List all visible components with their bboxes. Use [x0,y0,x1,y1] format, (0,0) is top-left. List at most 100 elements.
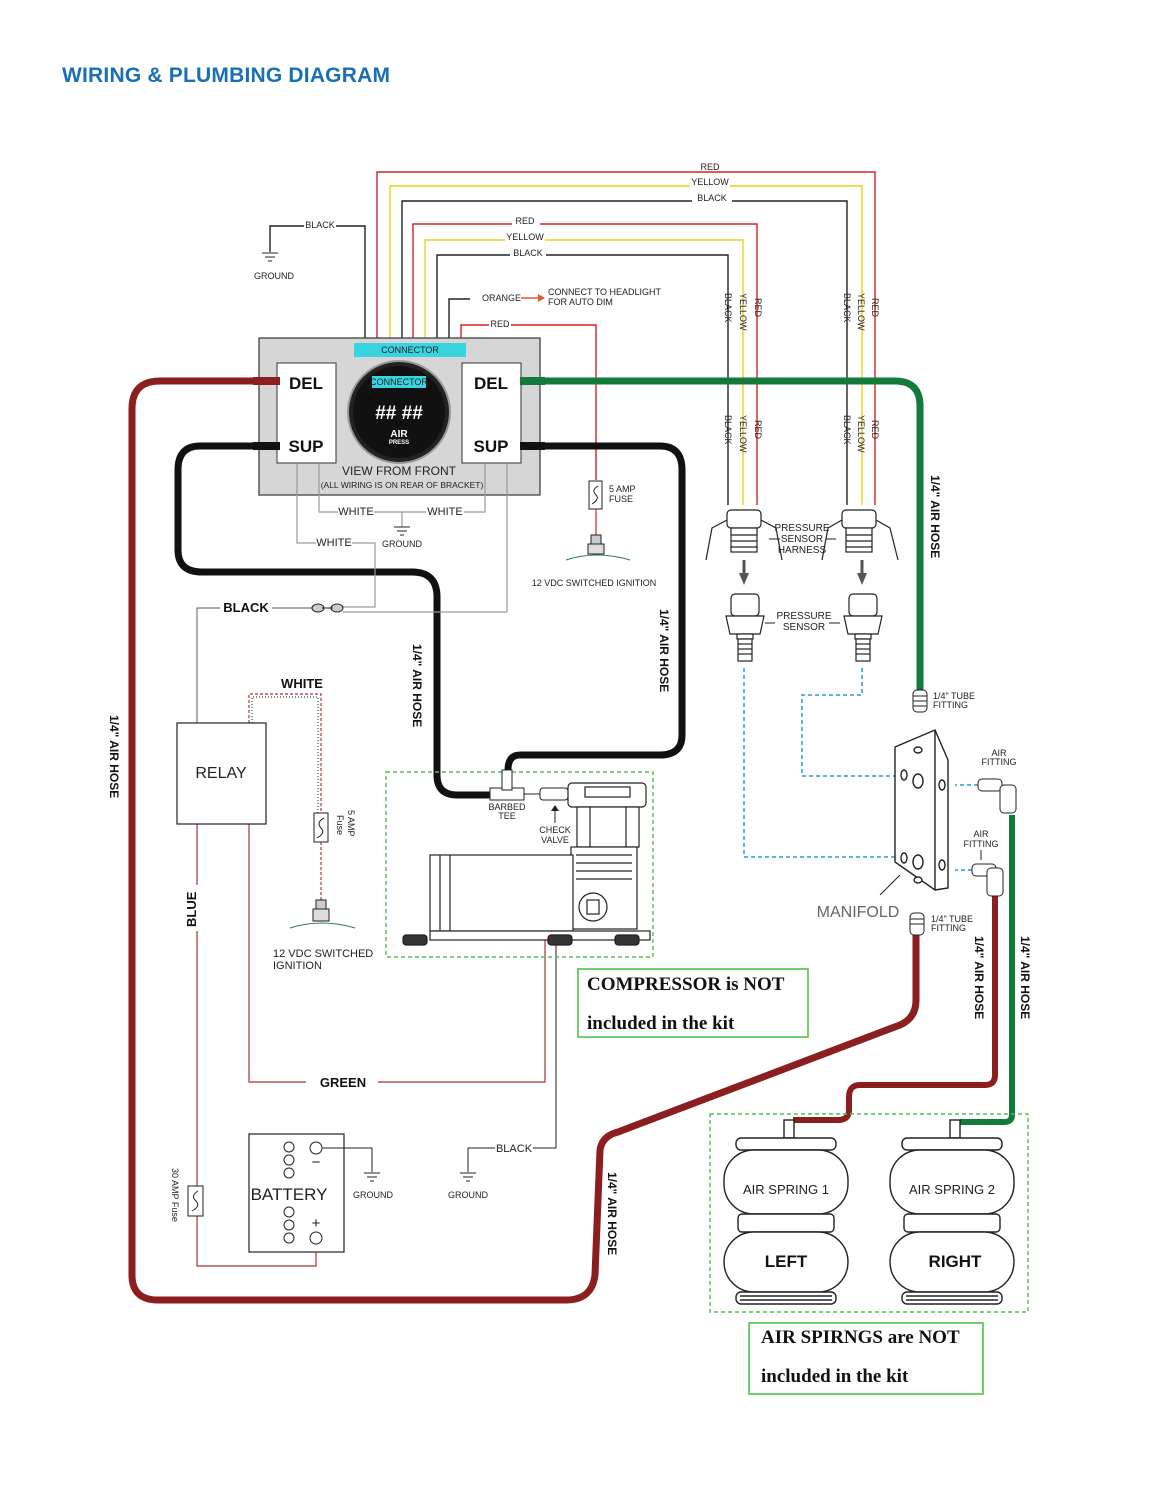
fuse-top-fuse-label: FUSE [609,494,633,504]
sensor1-yellow-top: YELLOW [738,293,748,331]
manifold-block [894,729,949,891]
tube-fitting-bottom-line1: 1/4" TUBE [931,914,973,924]
air-fitting-lower-line1: AIR [973,829,989,839]
hose-label-black-right: 1/4" AIR HOSE [657,609,671,692]
air-fitting-upper-line2: FITTING [982,757,1017,767]
air-springs-note-line2: included in the kit [761,1366,909,1387]
compressor-note-box [577,968,809,1038]
switched-ignition-top: 12 VDC SWITCHED IGNITION [532,578,657,588]
air-springs-note-line1: AIR SPIRNGS are NOT [761,1327,960,1348]
check-valve [539,787,569,801]
barbed-tee [489,769,525,801]
connector-top-label: CONNECTOR [381,345,439,355]
compressor-note-line2: included in the kit [587,1013,735,1034]
compressor-note-line1: COMPRESSOR is NOT [587,974,785,995]
manifold-pointer [879,874,901,896]
battery-minus: − [312,1154,321,1171]
compressor-body [402,782,651,946]
fuse-5amp-top-label: 5 AMP [609,484,636,494]
relay-box [176,722,267,825]
tube-fitting-bottom-line2: FITTING [931,923,966,933]
harness-label-line1: PRESSURE [774,523,829,534]
fuse-relay-fuse-label: Fuse [335,815,345,835]
green-wire-label: GREEN [320,1075,366,1090]
ground-symbol-battery [364,1172,380,1182]
tube-fitting-bottom [909,912,925,936]
top-bus-labels: RED YELLOW BLACK RED YELLOW BLACK BLACK [304,161,732,258]
del-right-port: DEL [474,374,508,393]
air-hose-green-main [520,377,924,690]
air-hose-black-left [174,442,490,799]
fuse-5amp-top-element [591,485,599,505]
ground-label-center: GROUND [382,539,422,549]
ignition-relay-line1: 12 VDC SWITCHED [273,948,373,960]
fuse-30amp-element [191,1190,199,1212]
sensor-wire-labels: BLACK YELLOW RED BLACK YELLOW RED BLACK … [723,293,880,453]
air-hose-green-spring2 [960,815,1015,1125]
sensor2-black-bottom: BLACK [842,415,852,445]
relay-white-label: WHITE [281,676,323,691]
barbed-tee-line2: TEE [498,811,516,821]
ground-label-battery: GROUND [353,1190,393,1200]
air-springs-dashed-box [709,1113,1029,1313]
sensor1-arrow [739,573,749,585]
tube-fitting-top-line1: 1/4" TUBE [933,691,975,701]
air-fitting-lower-line2: FITTING [964,839,999,849]
sensor2-yellow-bottom: YELLOW [856,415,866,453]
red-fuse-wire-label: RED [490,319,510,329]
barbed-tee-line1: BARBED [488,802,526,812]
black-ground-label: BLACK [305,220,335,230]
headlight-line1: CONNECT TO HEADLIGHT [548,287,662,297]
white-right-label: WHITE [427,506,462,518]
white-lower-label: WHITE [316,537,351,549]
pressure-sensor-harness-1 [705,509,783,561]
inner-black-label: BLACK [513,248,543,258]
blue-wire-label: BLUE [184,891,199,927]
air-spring-right-label: RIGHT [929,1252,983,1271]
del-left-hose-stub [253,377,280,385]
fuse-30amp-label: 30 AMP Fuse [170,1168,180,1222]
sensor2-black-top: BLACK [842,293,852,323]
air-fitting-upper [977,778,1017,814]
sensor-label-line1: PRESSURE [776,611,831,622]
sensor1-black-bottom: BLACK [723,415,733,445]
sensor1-red-bottom: RED [753,420,763,440]
sensor2-red-top: RED [870,298,880,318]
gauge-air: AIR [390,429,408,440]
relay-wires [196,607,546,1267]
sensor-label-line2: SENSOR [783,622,825,633]
sup-left-hose-stub [253,442,280,450]
connector-inner-label: CONNECTOR [370,377,428,387]
inner-yellow-label: YELLOW [506,232,544,242]
ground-symbol-compressor [460,1172,476,1182]
sup-left-port: SUP [289,437,324,456]
ground-symbol-top [262,252,278,262]
ground-label-compressor: GROUND [448,1190,488,1200]
del-right-hose-stub [520,377,545,385]
sensor1-black-top: BLACK [723,293,733,323]
orange-label: ORANGE [482,293,521,303]
diagram-title: WIRING & PLUMBING DIAGRAM [62,64,391,87]
sup-right-hose-stub [520,442,545,450]
check-valve-arrowhead [551,805,559,811]
inner-red-label: RED [515,216,535,226]
pressure-sensor-harness-2 [821,509,899,561]
ignition-connector-relay [289,899,356,929]
air-fitting-upper-line1: AIR [991,748,1007,758]
air-hose-red-spring1 [793,895,998,1123]
white-wires [296,463,508,613]
top-black-label: BLACK [697,193,727,203]
fuse-5amp-relay-label: 5 AMP [346,810,356,837]
orange-arrowhead [538,294,545,302]
hose-label-green-spring: 1/4" AIR HOSE [1018,936,1032,1019]
gauge-digits: ## ## [375,403,423,424]
pressure-sensor-1 [725,593,765,662]
rear-note: (ALL WIRING IS ON REAR OF BRACKET) [321,480,484,490]
hose-label-black-left: 1/4" AIR HOSE [410,644,424,727]
sensor2-red-bottom: RED [870,420,880,440]
harness-label-line3: HARNESS [778,545,827,556]
manifold-label: MANIFOLD [817,904,900,921]
air-hose-black-right [504,442,686,771]
air-hose-red-main [128,377,920,1304]
